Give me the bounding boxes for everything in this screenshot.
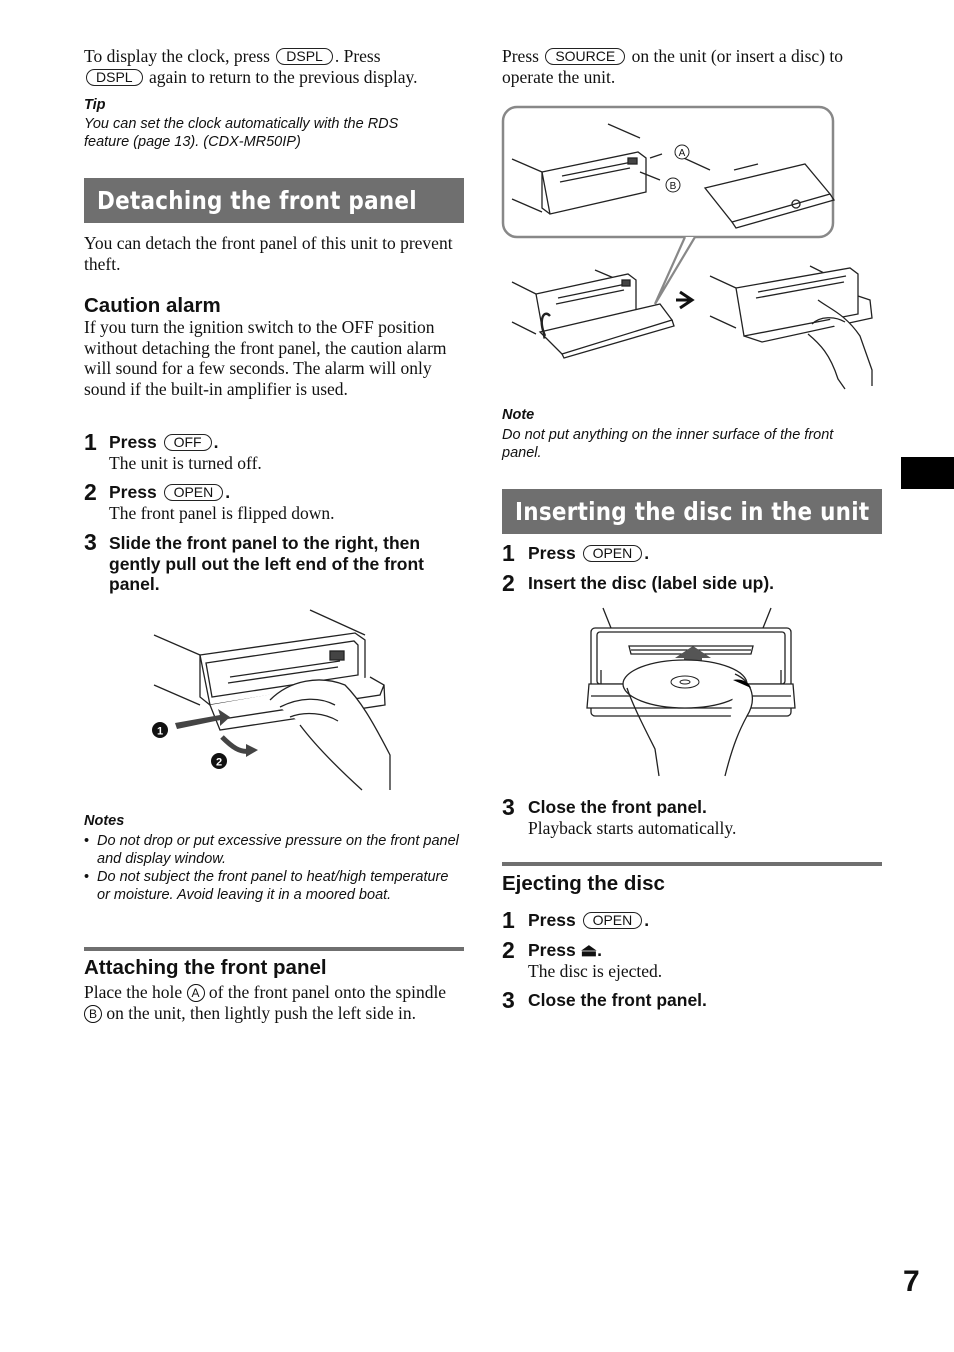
callout-a-icon — [674, 144, 690, 160]
open-key: OPEN — [582, 545, 643, 562]
pull-arrow-icon — [220, 735, 251, 754]
attaching-body: Place the hole A of the front panel onto… — [84, 982, 447, 1023]
callout-1-icon — [152, 722, 168, 738]
attaching-heading: Attaching the front panel — [84, 956, 327, 979]
list-item: Do not drop or put excessive pressure on… — [84, 832, 459, 868]
caution-body: If you turn the ignition switch to the O… — [84, 317, 447, 399]
dspl-key: DSPL — [86, 68, 143, 86]
note-label: Note — [502, 407, 535, 423]
open-key: OPEN — [582, 912, 643, 929]
notes-list: Do not drop or put excessive pressure on… — [84, 832, 459, 904]
section-rule — [502, 862, 882, 866]
note-text: Do not put anything on the inner surface… — [502, 427, 834, 461]
tip-text: You can set the clock automatically with… — [84, 116, 399, 150]
dspl-key: DSPL — [276, 48, 333, 65]
svg-text:1: 1 — [157, 726, 163, 738]
detaching-body: You can detach the front panel of this u… — [84, 233, 453, 274]
slide-arrow-icon — [175, 709, 230, 729]
source-key: SOURCE — [545, 48, 626, 65]
caution-heading: Caution alarm — [84, 294, 221, 317]
section-heading-detaching: Detaching the front panel — [84, 178, 464, 223]
list-item: Do not subject the front panel to heat/h… — [84, 868, 459, 904]
callout-b-icon — [665, 177, 681, 193]
svg-text:2: 2 — [216, 757, 222, 769]
label-a-icon: A — [186, 984, 205, 1002]
svg-text:A: A — [679, 148, 686, 159]
eject-icon: ⏏ — [580, 940, 598, 960]
page-number: 7 — [903, 1265, 920, 1298]
tip-label: Tip — [84, 97, 106, 113]
open-key: OPEN — [163, 484, 224, 501]
svg-text:B: B — [670, 181, 677, 192]
source-intro: Press SOURCE on the unit (or insert a di… — [502, 46, 844, 87]
off-key: OFF — [163, 434, 212, 451]
ejecting-heading: Ejecting the disc — [502, 872, 665, 895]
section-rule — [84, 947, 464, 951]
section-heading-inserting: Inserting the disc in the unit — [502, 489, 882, 534]
notes-label: Notes — [84, 813, 125, 829]
intro-paragraph: To display the clock, press DSPL. Press … — [84, 46, 418, 87]
label-b-icon: B — [84, 1004, 102, 1023]
attach-panel-illustration: A B — [501, 105, 873, 390]
callout-2-icon — [211, 753, 227, 769]
insert-disc-illustration — [586, 607, 796, 777]
detach-panel-illustration: 1 2 — [152, 609, 391, 791]
side-tab-marker — [901, 457, 954, 489]
